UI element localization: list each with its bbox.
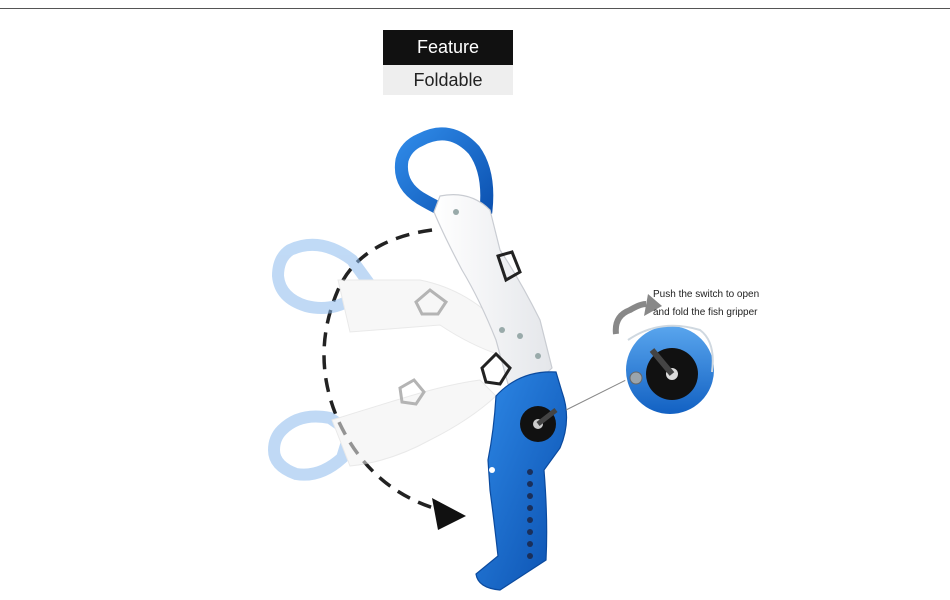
callout-line-2: and fold the fish gripper [653, 307, 758, 318]
push-direction-arrow [612, 294, 662, 335]
gripper-arm [433, 194, 553, 386]
callout-line-1: Push the switch to open [653, 289, 760, 300]
feature-heading: Feature [383, 30, 513, 65]
switch-callout: Push the switch to open and fold the fis… [653, 286, 853, 322]
gripper-handle [475, 371, 568, 591]
feature-badge: Feature Foldable [383, 30, 513, 95]
ghost-gripper-upper [271, 238, 506, 356]
switch-zoom-detail [624, 324, 716, 416]
top-divider [0, 8, 950, 9]
ghost-gripper-lower [267, 378, 497, 481]
feature-name: Foldable [383, 65, 513, 95]
rotation-arc [322, 228, 466, 530]
zoom-leader-line [565, 377, 631, 411]
rotation-arrow-head [432, 498, 466, 530]
